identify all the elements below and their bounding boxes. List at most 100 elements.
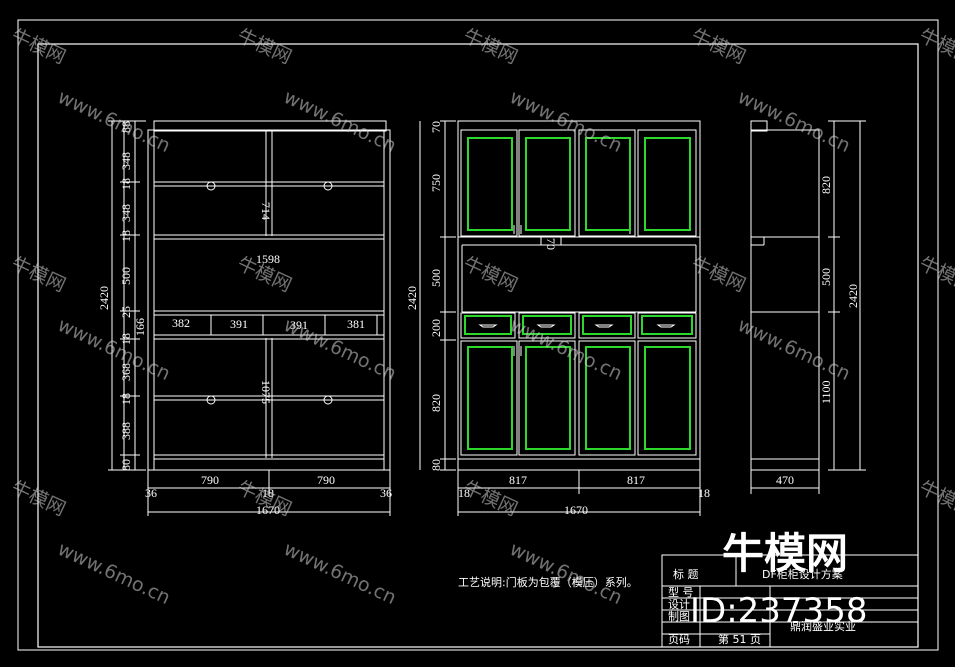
watermark-url: www.6mo.cn <box>54 86 173 157</box>
watermark-url: www.6mo.cn <box>734 86 853 157</box>
watermark-url: www.6mo.cn <box>54 538 173 609</box>
title-label: 标 题 <box>673 567 699 581</box>
front-dim-lower: 820 <box>429 394 443 412</box>
left-dim-gap1: 18 <box>119 178 133 190</box>
front-dim-side-left: 18 <box>458 486 470 500</box>
left-label-upper-height: 714 <box>259 202 273 220</box>
left-label-drawer4: 381 <box>347 317 365 331</box>
row-page: 页码 <box>668 633 690 646</box>
drawer-panel <box>582 315 632 335</box>
front-dim-side-right: 18 <box>698 486 710 500</box>
row-model: 型 号 <box>668 585 694 599</box>
left-dim-total-width: 1670 <box>256 503 280 517</box>
left-dim-seg4: 166 <box>133 318 147 336</box>
watermark-url: www.6mo.cn <box>280 538 399 609</box>
title-block-text: 标 题 DF柜柜设计方案 型 号 设计 制图 鼎润盛业实业 页码 第 51 页 <box>668 567 856 646</box>
left-dim-total-height: 2420 <box>97 286 111 310</box>
door-panel <box>525 137 571 231</box>
process-note: 工艺说明:门板为包覆（模压）系列。 <box>458 575 638 589</box>
left-label-open-width: 1598 <box>256 252 280 266</box>
drawer-panel <box>641 315 693 335</box>
left-dim-side-left: 36 <box>145 486 157 500</box>
company-name: 鼎润盛业实业 <box>790 619 856 633</box>
drawer-panel <box>464 315 512 335</box>
front-door-panels <box>464 137 693 450</box>
left-dim-top: 88 <box>119 121 133 133</box>
front-dim-total-width: 1670 <box>564 503 588 517</box>
left-dim-seg6: 388 <box>119 422 133 440</box>
front-view-labels: 70 750 500 200 820 80 2420 70 18 817 817… <box>405 121 710 517</box>
watermark-brand: 牛模网 <box>234 25 295 69</box>
front-dim-drawer: 200 <box>429 319 443 337</box>
door-panel <box>467 137 513 231</box>
front-dim-bay-right: 817 <box>627 473 645 487</box>
watermark-url: www.6mo.cn <box>506 538 625 609</box>
title-block <box>661 554 919 648</box>
front-dim-bottom: 80 <box>429 459 443 471</box>
side-dim-upper: 820 <box>819 176 833 194</box>
watermark-big-brand: 牛模网 <box>722 529 848 578</box>
front-dim-open: 500 <box>429 269 443 287</box>
left-dim-bottom: 80 <box>119 459 133 471</box>
watermark-url: www.6mo.cn <box>54 314 173 385</box>
door-panel <box>585 137 631 231</box>
left-view <box>108 120 391 516</box>
left-dim-bay-left: 790 <box>201 473 219 487</box>
left-carcass <box>147 129 391 471</box>
watermark-brand: 牛模网 <box>460 253 521 297</box>
left-top-board <box>153 120 387 132</box>
side-dim-open: 500 <box>819 268 833 286</box>
outer-frame <box>17 19 939 651</box>
left-view-labels: 88 348 18 348 18 500 25 166 18 368 18 38… <box>97 121 392 517</box>
front-view <box>419 120 701 516</box>
left-dim-gap3: 25 <box>119 306 133 318</box>
left-dim-seg5: 368 <box>119 363 133 381</box>
watermark-url: www.6mo.cn <box>734 314 853 385</box>
watermark-brand: 牛模网 <box>688 25 749 69</box>
front-dim-upper: 750 <box>429 174 443 192</box>
row-design: 设计 <box>668 598 690 611</box>
side-carcass <box>750 129 820 471</box>
inner-frame <box>37 43 919 648</box>
side-view-labels: 820 500 1100 2420 470 <box>776 176 860 487</box>
left-dim-gap2: 18 <box>119 230 133 242</box>
watermark-url: www.6mo.cn <box>280 86 399 157</box>
left-label-drawer3: 391 <box>290 318 308 332</box>
front-dim-top: 70 <box>429 121 443 133</box>
left-label-lower-height: 1075 <box>259 380 273 404</box>
left-dim-mid: 18 <box>262 486 274 500</box>
title-value: DF柜柜设计方案 <box>762 567 843 581</box>
watermark-brand: 牛模网 <box>460 25 521 69</box>
left-dim-gap4: 18 <box>119 333 133 345</box>
drawer-panel <box>522 315 572 335</box>
door-panel <box>644 137 691 231</box>
side-view <box>750 120 866 494</box>
watermark-brand: 牛模网 <box>916 253 955 297</box>
watermark-url: www.6mo.cn <box>506 86 625 157</box>
left-label-drawer1: 382 <box>172 316 190 330</box>
watermark-url: www.6mo.cn <box>280 314 399 385</box>
left-dim-gap5: 18 <box>119 393 133 405</box>
watermark-brand: 牛模网 <box>916 25 955 69</box>
front-dim-total-height: 2420 <box>405 286 419 310</box>
door-panel <box>585 346 631 450</box>
door-panel <box>525 346 571 450</box>
side-dim-total-height: 2420 <box>846 284 860 308</box>
side-dim-lower: 1100 <box>819 380 833 404</box>
watermark-brand: 牛模网 <box>916 477 955 521</box>
door-panel <box>644 346 691 450</box>
left-dim-bay-right: 790 <box>317 473 335 487</box>
page-number: 第 51 页 <box>718 632 761 646</box>
left-label-drawer2: 391 <box>230 317 248 331</box>
front-label-niche: 70 <box>544 238 558 250</box>
left-dim-seg3: 500 <box>119 267 133 285</box>
door-panel <box>467 346 513 450</box>
left-dim-seg2: 348 <box>119 204 133 222</box>
row-draw: 制图 <box>668 610 690 623</box>
side-dim-depth: 470 <box>776 473 794 487</box>
left-dim-seg1: 348 <box>119 152 133 170</box>
watermark-id: ID:237358 <box>690 591 867 631</box>
front-dim-bay-left: 817 <box>509 473 527 487</box>
watermark-brand: 牛模网 <box>688 253 749 297</box>
